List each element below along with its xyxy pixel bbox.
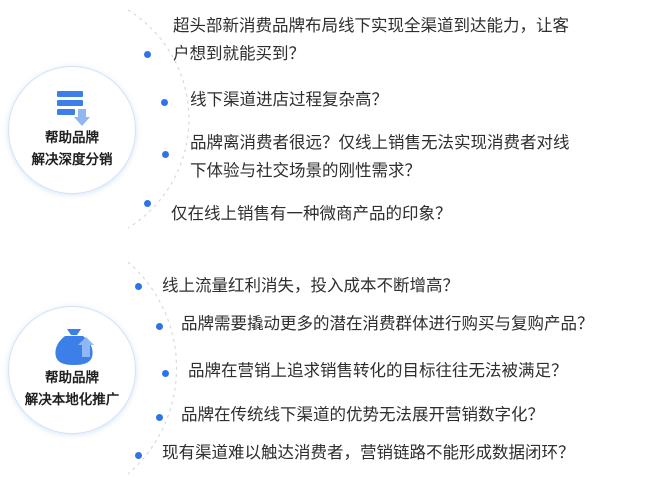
list-item-text-line1: 品牌需要撬动更多的潜在消费群体进行购买与复购产品？ <box>181 314 594 333</box>
bullet-dot <box>156 414 163 421</box>
list-item-text-line2: 下体验与社交场景的刚性需求？ <box>190 161 421 180</box>
list-item-text-line2: 户想到就能买到？ <box>173 44 305 63</box>
list-item-text-line1: 线上流量红利消失，投入成本不断增高？ <box>162 276 459 295</box>
badge-title-line2: 解决本地化推广 <box>24 392 120 408</box>
badge-title-line1: 帮助品牌 <box>45 370 99 386</box>
bullet-dot <box>144 200 151 207</box>
list-item-text-line1: 品牌在传统线下渠道的优势无法展开营销数字化？ <box>181 405 544 424</box>
badge-title-line2: 解决深度分销 <box>31 152 113 168</box>
list-item-2: 线下渠道进店过程复杂高？ <box>190 86 388 114</box>
layers-arrow-icon <box>57 91 90 126</box>
list-item-9: 现有渠道难以触达消费者，营销链路不能形成数据闭环？ <box>162 439 575 467</box>
money-bag-arrow-icon <box>55 329 94 365</box>
bullet-dot <box>135 283 142 290</box>
list-item-text-line1: 线下渠道进店过程复杂高？ <box>190 90 388 109</box>
list-item-text-line1: 品牌在营销上追求销售转化的目标往往无法被满足？ <box>188 361 568 380</box>
bullet-dot <box>144 51 151 58</box>
arc-group-2 <box>127 261 178 475</box>
list-item-6: 品牌需要撬动更多的潜在消费群体进行购买与复购产品？ <box>181 310 594 338</box>
list-item-text-line1: 超头部新消费品牌布局线下实现全渠道到达能力，让客 <box>173 16 569 35</box>
list-item-text-line1: 现有渠道难以触达消费者，营销链路不能形成数据闭环？ <box>162 443 575 462</box>
list-item-8: 品牌在传统线下渠道的优势无法展开营销数字化？ <box>181 401 544 429</box>
badge-local-promotion: 帮助品牌 解决本地化推广 <box>8 306 136 434</box>
bullet-dot <box>162 370 169 377</box>
bullet-dot <box>156 323 163 330</box>
badge-deep-distribution: 帮助品牌 解决深度分销 <box>8 66 136 194</box>
list-item-3: 品牌离消费者很远？仅线上销售无法实现消费者对线 下体验与社交场景的刚性需求？ <box>190 129 570 185</box>
badge-title-line1: 帮助品牌 <box>45 130 99 146</box>
list-item-1: 超头部新消费品牌布局线下实现全渠道到达能力，让客 户想到就能买到？ <box>173 12 569 68</box>
list-item-4: 仅在线上销售有一种微商产品的印象？ <box>171 200 452 228</box>
list-item-text-line1: 仅在线上销售有一种微商产品的印象？ <box>171 204 452 223</box>
list-item-text-line1: 品牌离消费者很远？仅线上销售无法实现消费者对线 <box>190 133 570 152</box>
bullet-dot <box>135 452 142 459</box>
list-item-5: 线上流量红利消失，投入成本不断增高？ <box>162 272 459 300</box>
bullet-dot <box>162 151 169 158</box>
list-item-7: 品牌在营销上追求销售转化的目标往往无法被满足？ <box>188 357 568 385</box>
bullet-dot <box>161 99 168 106</box>
arc-group-1 <box>127 9 190 229</box>
